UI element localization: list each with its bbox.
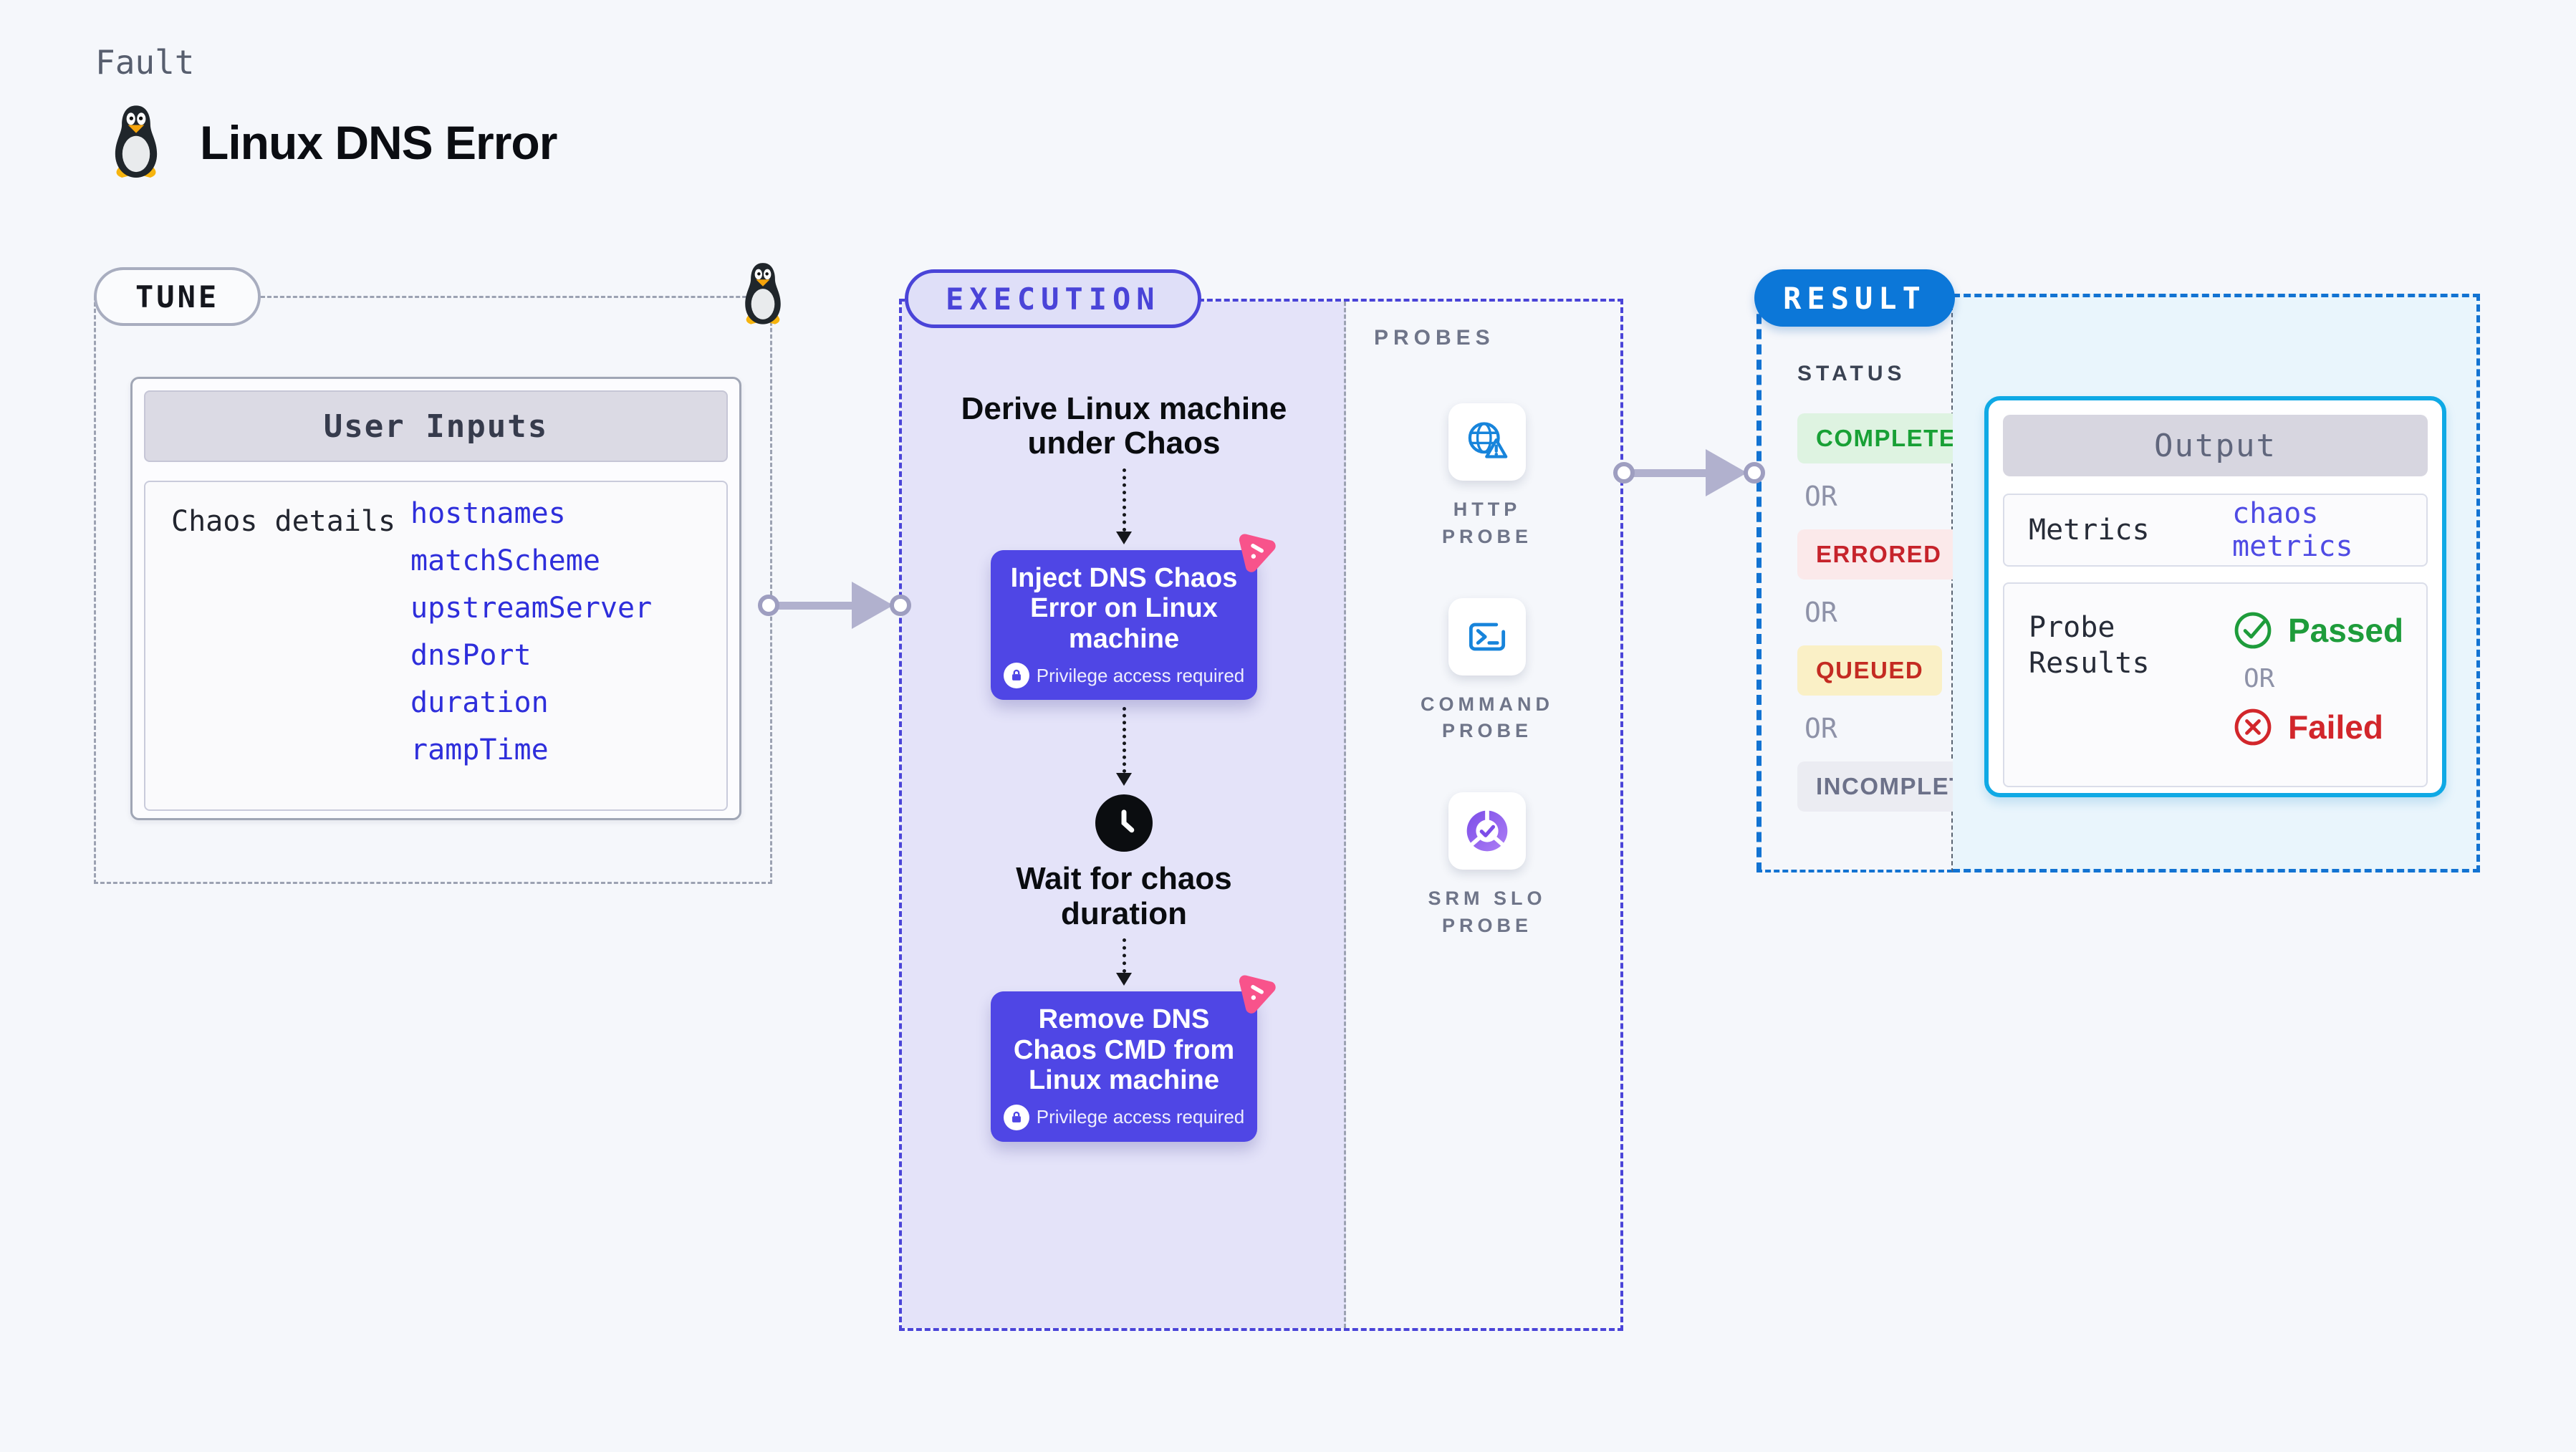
arrow-line [1631, 468, 1709, 477]
tune-section: TUNE User Inputs Chaos details hostnames [94, 263, 781, 884]
execution-flow: Derive Linux machine under Chaos Inject … [902, 302, 1346, 1328]
probe-item-http: HTTP PROBE [1405, 403, 1570, 551]
remove-node-title: Remove DNS Chaos CMD from Linux machine [1013, 1004, 1235, 1096]
connector-circle-icon [1744, 462, 1765, 484]
check-circle-icon [2234, 612, 2272, 649]
arrow-down-icon [1116, 973, 1132, 986]
inject-chaos-node: Inject DNS Chaos Error on Linux machine … [991, 534, 1276, 701]
user-inputs-header: User Inputs [144, 390, 728, 462]
probe-card [1448, 792, 1526, 870]
arrow-head-icon [852, 582, 893, 629]
slo-donut-check-icon [1466, 809, 1508, 852]
page-header: Fault Linux DNS Error [95, 43, 557, 181]
remove-chaos-node: Remove DNS Chaos CMD from Linux machine … [991, 975, 1276, 1142]
output-card: Output Metrics chaos metrics Probe Resul… [1984, 396, 2446, 797]
status-column: STATUS COMPLETED OR ERRORED OR QUEUED OR… [1756, 299, 2019, 872]
execution-badge: EXECUTION [905, 269, 1201, 328]
connector-circle-icon [758, 595, 779, 616]
arrow-down-icon [1116, 531, 1132, 544]
probe-card [1448, 403, 1526, 481]
privilege-note: Privilege access required [1001, 1104, 1247, 1130]
output-header: Output [2003, 415, 2428, 476]
metrics-row: Metrics chaos metrics [2003, 494, 2428, 567]
fault-eyebrow: Fault [95, 43, 195, 82]
param-item: hostnames [410, 497, 566, 530]
arrow-line [776, 601, 855, 610]
or-label: OR [1804, 713, 1837, 744]
dotted-connector [1122, 938, 1126, 973]
lock-icon [1003, 663, 1029, 689]
metrics-value: chaos metrics [2232, 497, 2353, 563]
arrow-tune-to-execution [758, 582, 911, 629]
probes-panel: PROBES [1348, 302, 1626, 1328]
probe-label: COMMAND PROBE [1421, 693, 1554, 742]
failed-label: Failed [2288, 708, 2383, 746]
param-list: hostnames matchScheme upstreamServer dns… [410, 499, 652, 809]
status-pill-queued: QUEUED [1797, 645, 1943, 696]
connector-circle-icon [890, 595, 911, 616]
page-title: Linux DNS Error [200, 116, 557, 169]
param-item: dnsPort [410, 639, 532, 672]
probe-list: HTTP PROBE COMMAND PROBE [1348, 403, 1626, 940]
param-item: matchScheme [410, 544, 600, 577]
metrics-label: Metrics [2029, 514, 2150, 547]
probes-label: PROBES [1374, 326, 1495, 350]
terminal-icon [1469, 622, 1506, 651]
clock-icon [1095, 794, 1153, 852]
probe-item-srm-slo: SRM SLO PROBE [1405, 792, 1570, 940]
or-label: OR [1804, 481, 1837, 512]
inject-node-title: Inject DNS Chaos Error on Linux machine [1010, 562, 1238, 654]
passed-outcome: Passed [2232, 610, 2403, 651]
arrow-probes-to-result [1613, 449, 1765, 496]
privilege-note: Privilege access required [1001, 663, 1247, 689]
probe-item-command: COMMAND PROBE [1405, 597, 1570, 746]
probe-label: HTTP PROBE [1441, 499, 1533, 547]
privilege-note-text: Privilege access required [1036, 664, 1245, 686]
globe-alert-icon [1468, 422, 1508, 458]
passed-label: Passed [2288, 612, 2404, 649]
result-badge: RESULT [1754, 269, 1955, 327]
user-inputs-body: Chaos details hostnames matchScheme upst… [144, 481, 728, 811]
probe-label: SRM SLO PROBE [1428, 888, 1547, 936]
or-label: OR [1804, 597, 1837, 628]
arrow-down-icon [1116, 773, 1132, 787]
or-label: OR [2244, 664, 2275, 693]
arrow-head-icon [1706, 449, 1747, 496]
chaos-logo-pin-icon [1230, 526, 1282, 581]
probe-outcomes: Passed OR Failed [2232, 610, 2403, 748]
status-pill-errored: ERRORED [1797, 529, 1961, 580]
chaos-details-label: Chaos details [171, 505, 396, 538]
connector-circle-icon [1613, 462, 1635, 484]
x-circle-icon [2234, 708, 2272, 746]
derive-step-label: Derive Linux machine under Chaos [961, 391, 1287, 461]
chaos-logo-pin-icon [1230, 967, 1282, 1022]
probe-results-row: Probe Results Passed OR [2003, 582, 2428, 787]
wait-step-label: Wait for chaos duration [1016, 861, 1232, 931]
status-label: STATUS [1797, 362, 1906, 385]
probe-results-label: Probe Results [2029, 611, 2150, 680]
execution-section: EXECUTION Derive Linux machine under Cha… [899, 269, 1626, 1331]
tux-penguin-icon [105, 105, 167, 181]
output-panel: Output Metrics chaos metrics Probe Resul… [1953, 294, 2480, 872]
dotted-connector [1122, 707, 1126, 774]
tune-badge: TUNE [94, 267, 261, 326]
param-item: rampTime [410, 734, 549, 766]
tux-penguin-small-icon [737, 262, 789, 330]
user-inputs-card: User Inputs Chaos details hostnames matc… [130, 377, 741, 820]
probe-card [1448, 597, 1526, 675]
lock-icon [1003, 1104, 1029, 1130]
failed-outcome: Failed [2232, 706, 2403, 748]
privilege-note-text: Privilege access required [1036, 1106, 1245, 1128]
param-item: duration [410, 686, 549, 719]
dotted-connector [1122, 468, 1126, 532]
param-item: upstreamServer [410, 592, 653, 625]
